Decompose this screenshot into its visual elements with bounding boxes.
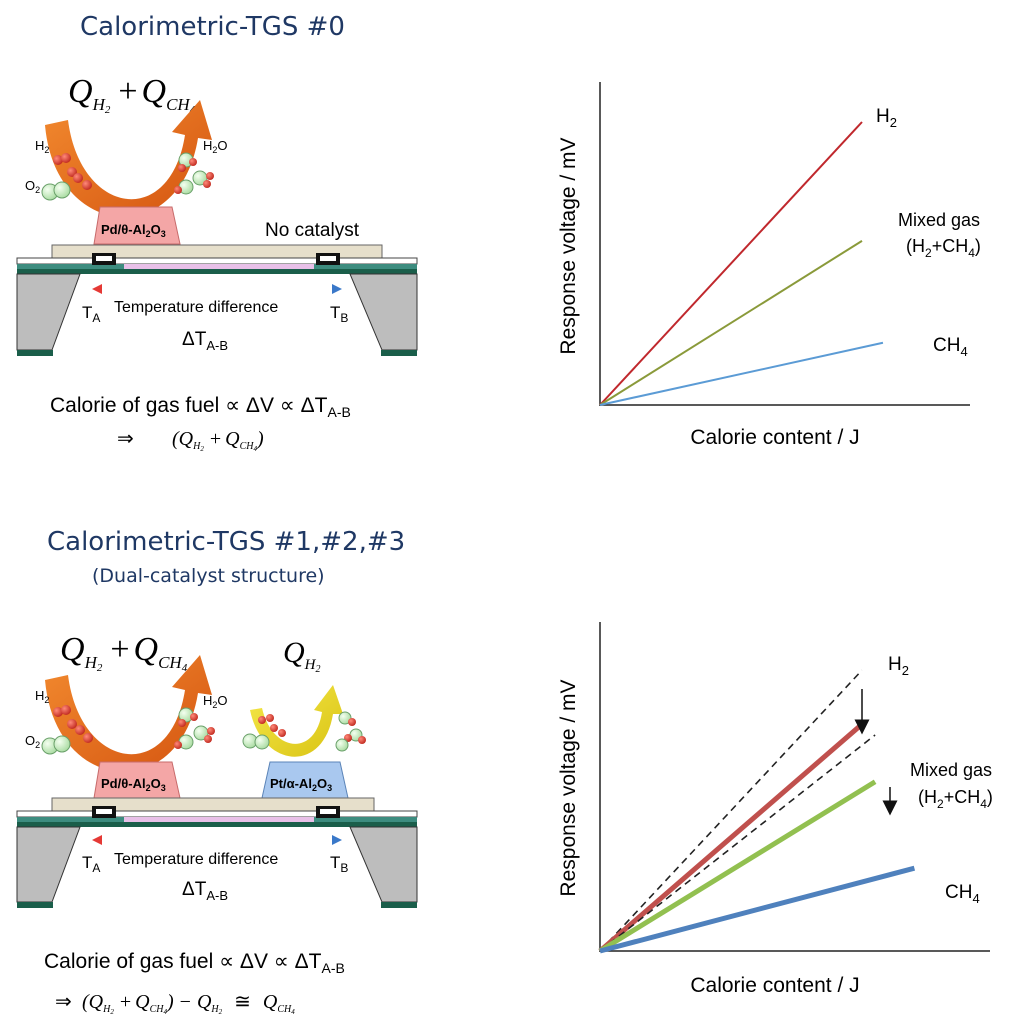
top-temp-diff-label: Temperature difference [114,299,278,316]
svg-text:⇒: ⇒ [117,428,134,450]
chart1-series-line-4 [599,865,916,954]
svg-text:H2O: H2O [203,138,228,155]
top-formula-line2: ⇒ (QH2+QCH4) [117,428,264,453]
top-formula-line1: Calorie of gas fuel ∝ ΔV ∝ ΔTA-B [50,394,351,420]
top-delta-t: ΔTA-B [182,329,228,353]
chart0-series-line-2 [599,341,884,406]
top-chart-label-mixed: Mixed gas [898,210,980,230]
top-chart-label-ch4: CH4 [933,335,968,359]
bottom-title: Calorimetric-TGS #1,#2,#3 [47,527,405,557]
bottom-chart-label-mixed: Mixed gas [910,760,992,780]
bottom-chart-label-ch4: CH4 [945,882,980,906]
svg-text:QH2+QCH4: QH2+QCH4 [68,73,196,116]
svg-text:Pd/θ-Al2O3: Pd/θ-Al2O3 [101,222,166,239]
svg-text:(QH2+QCH4): (QH2+QCH4) [172,428,264,453]
top-chart-label-mixed-2: (H2+CH4) [906,236,981,260]
bottom-delta-t: ΔTA-B [182,879,228,903]
svg-text:Pt/α-Al2O3: Pt/α-Al2O3 [270,776,332,793]
bottom-device [16,797,418,908]
bottom-formula-line1: Calorie of gas fuel ∝ ΔV ∝ ΔTA-B [44,950,345,976]
chart0-series-line-1 [599,240,863,406]
svg-text:(QH2+QCH4)−QH2≅QCH4: (QH2+QCH4)−QH2≅QCH4 [82,991,295,1016]
svg-text:H2: H2 [35,688,49,705]
top-no-catalyst: No catalyst [265,220,360,241]
top-device [16,244,418,356]
chart1-series-line-1 [598,722,864,953]
bottom-catalyst-pd: Pd/θ-Al2O3 [93,761,181,799]
bottom-subtitle: (Dual-catalyst structure) [92,565,325,587]
chart0-series-line-0 [599,121,863,406]
top-chart-xlabel: Calorie content / J [690,426,859,449]
chart1-series-line-3 [598,779,877,954]
top-chart: Response voltage / mV Calorie content / … [557,82,981,449]
bottom-chart-xlabel: Calorie content / J [690,974,859,997]
top-molecules: H2 O2 H2O [25,138,228,201]
bottom-molecules: H2 O2 H2O [25,688,366,755]
bottom-chart-ylabel: Response voltage / mV [557,679,580,896]
bottom-chart: Response voltage / mV Calorie content / … [557,622,993,997]
top-chart-ylabel: Response voltage / mV [557,137,580,354]
svg-text:H2: H2 [35,138,49,155]
bottom-chart-label-mixed-2: (H2+CH4) [918,787,993,811]
bottom-chart-label-h2: H2 [888,654,909,678]
svg-text:O2: O2 [25,733,40,750]
top-temp-b: TB [330,303,348,325]
svg-text:O2: O2 [25,178,40,195]
bottom-temp-a: TA [82,853,100,875]
svg-text:QH2+QCH4: QH2+QCH4 [60,631,188,674]
bottom-catalyst-pt: Pt/α-Al2O3 [261,761,349,799]
svg-text:Pd/θ-Al2O3: Pd/θ-Al2O3 [101,776,166,793]
top-temp-a: TA [82,303,100,325]
bottom-temp-diff-label: Temperature difference [114,851,278,868]
chart1-series-line-2 [599,734,876,952]
top-heat-formula: QH2+QCH4 [68,73,196,116]
chart1-series-line-0 [599,669,863,952]
bottom-heat-arrow-yellow [250,685,343,757]
top-chart-label-h2: H2 [876,106,897,130]
bottom-formula-line2: ⇒ (QH2+QCH4)−QH2≅QCH4 [55,991,295,1016]
bottom-temp-b: TB [330,853,348,875]
svg-text:H2O: H2O [203,693,228,710]
bottom-heat-formula: QH2+QCH4 QH2 [60,631,321,675]
top-catalyst-pd: Pd/θ-Al2O3 [93,206,181,245]
top-title: Calorimetric-TGS #0 [80,12,345,42]
svg-text:⇒: ⇒ [55,991,72,1013]
svg-text:QH2: QH2 [283,636,321,675]
